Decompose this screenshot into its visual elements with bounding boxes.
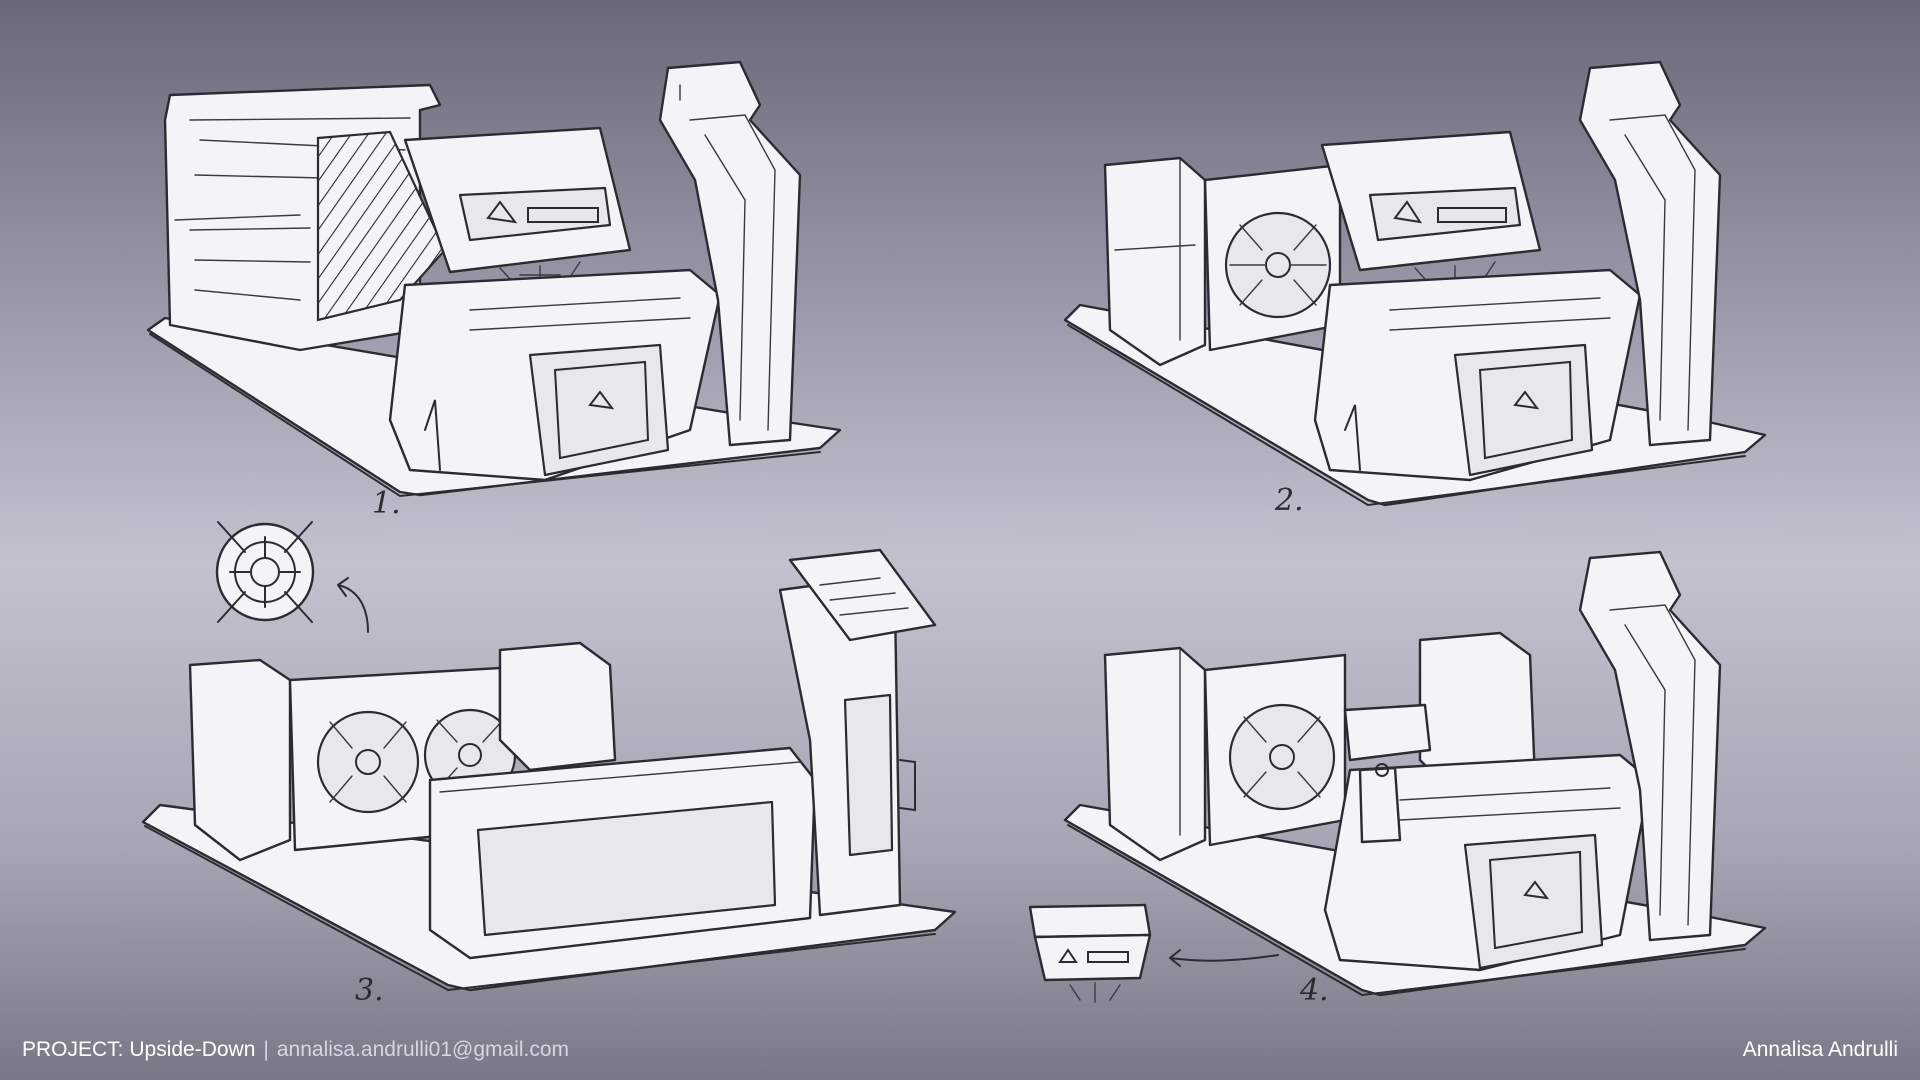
project-label: PROJECT: Upside-Down [22,1038,256,1061]
sketch-4-number: 4. [1299,973,1329,1008]
fan-detail-callout [215,521,369,633]
sketch-4: 4. [1028,550,1767,1008]
sketch-2: 2. [1063,60,1767,518]
footer-project-info: PROJECT: Upside-Down | annalisa.andrulli01… [22,1038,569,1062]
sketch-3-number: 3. [355,973,384,1008]
sketch-1-number: 1. [372,486,401,521]
sketch-2-number: 2. [1274,483,1304,518]
author-email: annalisa.andrulli01@gmail.com [276,1038,570,1061]
sketch-1: 1. [146,60,842,521]
author-name: Annalisa Andrulli [1742,1038,1898,1061]
footer-separator: | [263,1038,269,1061]
monitor-detail-callout [1028,903,1279,1003]
sketch-3: 3. [141,521,957,1008]
